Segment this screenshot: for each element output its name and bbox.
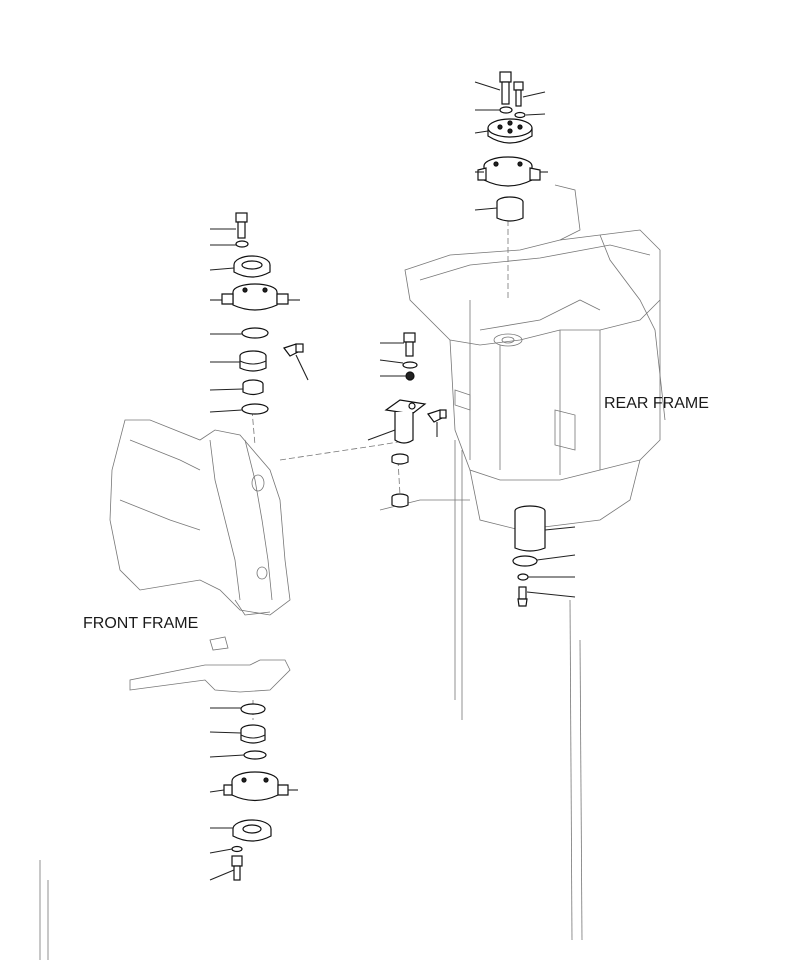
o-ring-part [241,403,269,415]
pin-housing-part [223,771,289,802]
pin-housing-part [477,156,541,187]
washer-part [235,240,249,248]
front-frame-label: FRONT FRAME [83,615,198,632]
spacer-part [242,379,264,396]
pin-part [384,399,427,444]
bolt-part [235,212,248,239]
spacer-part [391,453,409,465]
front-upper-pin-stack [209,212,309,415]
bushing-part [496,196,524,222]
bolt-part [231,855,243,881]
rear-frame-outline [379,184,666,941]
grease-fitting-part [427,409,448,423]
bolt-part [499,71,512,105]
washer-part [514,111,526,119]
seal-part [240,724,266,744]
bolt-part [513,81,524,107]
cap-plate-part [233,255,271,278]
seal-part [239,350,267,372]
rear-frame-label: REAR FRAME [604,395,709,412]
plate-part [512,555,538,567]
nut-part [405,371,415,381]
spacer-part [391,493,409,508]
washer-part [517,573,529,581]
o-ring-part [243,750,267,760]
front-frame-outline [39,419,291,960]
center-pin-stack [367,332,448,508]
cap-plate-part [487,118,533,144]
washer-part [231,845,243,853]
washer-part [402,361,418,369]
cap-plate-part [232,819,272,842]
bolt-part [403,332,416,357]
long-pin-part [514,505,546,552]
grease-fitting-part [283,343,304,357]
rear-lower-pin-stack [512,505,576,607]
o-ring-part [240,703,266,715]
rear-upper-pin-stack [474,71,548,222]
bolt-part [517,586,528,607]
o-ring-part [241,327,269,339]
front-lower-pin-stack [209,703,298,881]
washer-part [499,106,513,114]
pin-housing-part [221,283,289,311]
